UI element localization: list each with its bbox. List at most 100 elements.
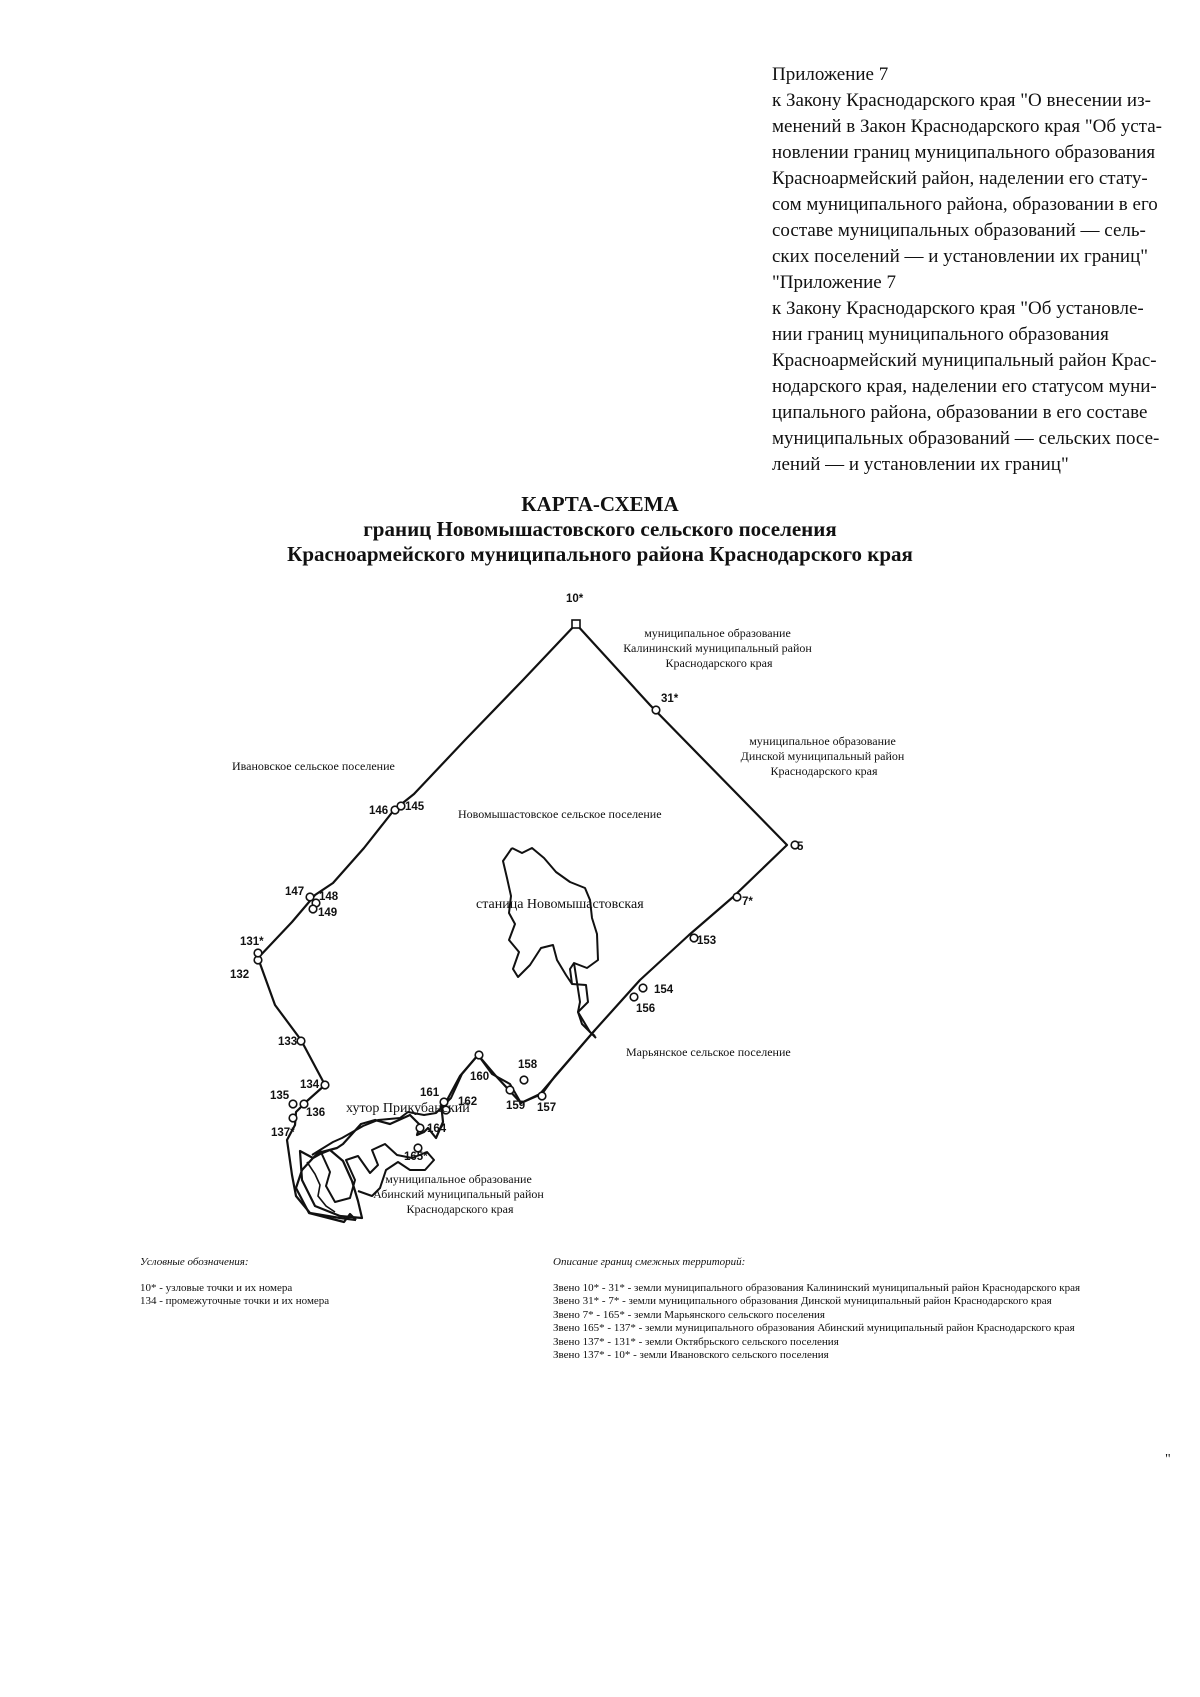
point-marker-10: [571, 619, 581, 629]
area-label-kalinin-line: Калининский муниципальный район: [623, 641, 812, 655]
map-title: КАРТА-СХЕМА границ Новомышастовского сел…: [0, 492, 1200, 567]
point-label-154: 154: [654, 984, 674, 996]
area-label-novomyshastovskoe: Новомышастовское сельское поселение: [458, 807, 662, 821]
settlement-boundary: [294, 623, 789, 1224]
point-label-156: 156: [636, 1003, 655, 1015]
appendix-2-line: нии границ муниципального образования: [772, 324, 1109, 345]
boundary-south: [311, 1029, 596, 1156]
map-title-line1: КАРТА-СХЕМА: [521, 492, 679, 516]
point-marker-135: [288, 1099, 298, 1109]
point-marker-154: [638, 983, 648, 993]
area-label-dinskoy-line: Динской муниципальный район: [741, 749, 905, 763]
point-label-165: 165*: [404, 1151, 428, 1163]
point-marker-157: [537, 1091, 547, 1101]
point-label-134: 134: [300, 1079, 320, 1091]
point-label-146: 146: [369, 805, 388, 817]
area-label-abinsk-line: муниципальное образование: [385, 1172, 532, 1186]
point-marker-131: [253, 948, 263, 958]
border-description: Описание границ смежных территорий: Звен…: [553, 1256, 1193, 1363]
point-marker-5: [790, 840, 800, 850]
appendix-2-line: лений — и установлении их границ": [772, 454, 1069, 475]
map-legend: Условные обозначения: 10* - узловые точк…: [140, 1256, 480, 1309]
point-label-161: 161: [420, 1087, 440, 1099]
point-label-164: 164: [427, 1123, 447, 1135]
point-label-5: 5: [797, 841, 804, 853]
appendix-note-2: "Приложение 7 к Закону Краснодарского кр…: [772, 270, 1184, 478]
point-marker-160: [474, 1050, 484, 1060]
appendix-note-1: Приложение 7 к Закону Краснодарского кра…: [772, 62, 1184, 270]
appendix-1-line: к Закону Краснодарского края "О внесении…: [772, 90, 1151, 111]
point-marker-147: [305, 892, 315, 902]
point-label-7: 7*: [742, 896, 753, 908]
point-marker-134: [320, 1080, 330, 1090]
point-label-158: 158: [518, 1059, 538, 1071]
point-marker-149: [308, 904, 318, 914]
point-label-157: 157: [537, 1102, 556, 1114]
appendix-1-line: составе муниципальных образований — сель…: [772, 220, 1146, 241]
area-label-kalinin-line: муниципальное образование: [644, 626, 791, 640]
point-marker-145: [396, 801, 406, 811]
map-title-line3: Красноармейского муниципального района К…: [287, 542, 913, 566]
stanitsa-outline: [502, 847, 599, 1037]
point-marker-7: [732, 892, 742, 902]
border-item: Звено 165* - 137* - земли муниципального…: [553, 1322, 1075, 1334]
point-label-149: 149: [318, 907, 337, 919]
stanitsa-connector: [573, 962, 597, 1039]
point-label-31: 31*: [661, 693, 679, 705]
point-marker-158: [519, 1075, 529, 1085]
point-label-160: 160: [470, 1071, 489, 1083]
closing-quote: ": [1165, 1452, 1171, 1467]
point-marker-136: [299, 1099, 309, 1109]
point-marker-153: [689, 933, 699, 943]
border-item: Звено 137* - 10* - земли Ивановского сел…: [553, 1349, 829, 1361]
point-label-159: 159: [506, 1100, 525, 1112]
point-marker-31: [651, 705, 661, 715]
appendix-1-line: новлении границ муниципального образован…: [772, 142, 1156, 163]
boundary-west: [256, 623, 577, 1222]
appendix-1-line: Красноармейский район, наделении его ста…: [772, 168, 1148, 189]
point-label-131: 131*: [240, 936, 264, 948]
point-label-136: 136: [306, 1107, 325, 1119]
area-label-khutor: хутор Прикубанский: [346, 1101, 470, 1116]
appendix-2-line: "Приложение 7: [772, 272, 896, 293]
appendix-2-line: нодарского края, наделении его статусом …: [772, 376, 1157, 397]
point-marker-164: [415, 1123, 425, 1133]
point-marker-133: [296, 1036, 306, 1046]
point-label-153: 153: [697, 935, 716, 947]
appendix-2-line: Красноармейский муниципальный район Крас…: [772, 350, 1157, 371]
area-label-maryanskoe: Марьянское сельское поселение: [626, 1045, 791, 1059]
point-label-10: 10*: [566, 593, 584, 605]
legend-item: 10* - узловые точки и их номера: [140, 1281, 293, 1294]
appendix-2-line: ципального района, образовании в его сос…: [772, 402, 1148, 423]
appendix-2-line: к Закону Краснодарского края "Об установ…: [772, 298, 1144, 319]
border-item: Звено 7* - 165* - земли Марьянского сель…: [553, 1308, 825, 1321]
border-item: Звено 31* - 7* - земли муниципального об…: [553, 1295, 1052, 1307]
point-label-137: 137*: [271, 1127, 295, 1139]
point-marker-161: [439, 1097, 449, 1107]
area-label-kalinin-line: Краснодарского края: [665, 656, 772, 670]
hutor-inner: [306, 1161, 336, 1213]
point-label-148: 148: [319, 891, 339, 903]
border-item: Звено 137* - 131* - земли Октябрьского с…: [553, 1335, 839, 1348]
map-title-line2: границ Новомышастовского сельского посел…: [363, 517, 837, 541]
point-label-162: 162: [458, 1096, 477, 1108]
appendix-1-line: ских поселений — и установлении их грани…: [772, 246, 1149, 267]
appendix-1-line: менений в Закон Краснодарского края "Об …: [772, 116, 1162, 137]
area-label-stanitsa: станица Новомышастовская: [476, 897, 644, 912]
area-label-kalinin: муниципальное образование Калининский му…: [623, 626, 815, 670]
border-description-heading: Описание границ смежных территорий:: [553, 1256, 746, 1268]
area-label-dinskoy-line: муниципальное образование: [749, 734, 896, 748]
point-label-135: 135: [270, 1090, 290, 1102]
hutor-outline: [319, 1143, 435, 1203]
legend-heading: Условные обозначения:: [140, 1256, 249, 1268]
border-item: Звено 10* - 31* - земли муниципального о…: [553, 1281, 1081, 1294]
legend-item: 134 - промежуточные точки и их номера: [140, 1295, 330, 1307]
point-marker-137: [288, 1113, 298, 1123]
appendix-2-line: муниципальных образований — сельских пос…: [772, 428, 1160, 449]
area-label-abinsk-line: Краснодарского края: [406, 1202, 513, 1216]
point-marker-165: [413, 1143, 423, 1153]
point-label-132: 132: [230, 969, 249, 981]
point-marker-156: [629, 992, 639, 1002]
area-label-abinsk-line: Абинский муниципальный район: [373, 1187, 544, 1201]
